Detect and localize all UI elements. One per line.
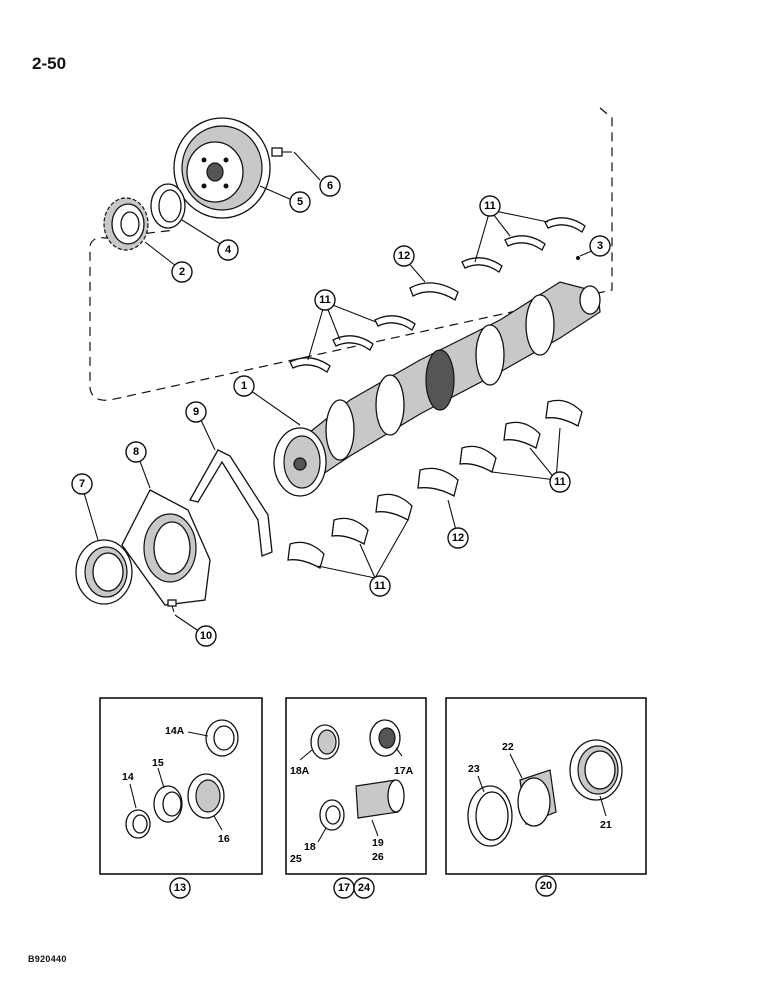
kit-17-24-parts: [299, 719, 405, 843]
svg-text:3: 3: [597, 240, 603, 252]
callout-3: 3: [589, 235, 611, 257]
svg-text:7: 7: [79, 478, 85, 490]
wear-sleeve: [150, 183, 186, 229]
callout-11-lower-right: 11: [549, 471, 571, 493]
damper-bolt: [271, 147, 292, 157]
rear-seal: [75, 539, 133, 605]
svg-text:11: 11: [484, 200, 496, 212]
label-23: 23: [468, 763, 480, 775]
label-22: 22: [502, 741, 514, 753]
label-17a: 17A: [394, 765, 414, 777]
label-26: 26: [372, 851, 384, 863]
callout-17: 17: [333, 877, 355, 899]
kit-box-20: [445, 697, 647, 875]
svg-text:6: 6: [327, 180, 333, 192]
callout-10: 10: [195, 625, 217, 647]
callout-9: 9: [185, 401, 207, 423]
lower-bearing-shells: [287, 399, 583, 569]
svg-text:4: 4: [225, 244, 232, 256]
svg-text:5: 5: [297, 196, 303, 208]
dashed-group-outline: [89, 107, 613, 401]
crankshaft: [273, 281, 601, 497]
callout-12-upper: 12: [393, 245, 415, 267]
label-18: 18: [304, 841, 316, 853]
label-21: 21: [600, 819, 612, 831]
svg-text:20: 20: [540, 880, 552, 892]
label-15: 15: [152, 757, 164, 769]
callout-7: 7: [71, 473, 93, 495]
rear-cover: [121, 489, 211, 606]
callout-6: 6: [319, 175, 341, 197]
label-18a: 18A: [290, 765, 310, 777]
label-14: 14: [122, 771, 134, 783]
callout-5: 5: [289, 191, 311, 213]
upper-bearing-shells: [289, 217, 586, 373]
svg-text:8: 8: [133, 446, 139, 458]
callout-12-lower: 12: [447, 527, 469, 549]
callout-1: 1: [233, 375, 255, 397]
callout-11-upper-right: 11: [479, 195, 501, 217]
svg-text:17: 17: [338, 882, 350, 894]
small-dowel: [576, 256, 580, 260]
label-25: 25: [290, 853, 302, 865]
svg-text:12: 12: [452, 532, 464, 544]
kit-20-parts: [467, 739, 623, 847]
kit-box-13: [99, 697, 263, 875]
svg-text:13: 13: [174, 882, 186, 894]
svg-text:11: 11: [319, 294, 331, 306]
svg-text:2: 2: [179, 266, 185, 278]
callout-24: 24: [353, 877, 375, 899]
svg-text:11: 11: [374, 580, 386, 592]
leader-lines: [81, 151, 595, 633]
vibration-damper: [173, 117, 271, 219]
figure-code: B920440: [28, 954, 67, 964]
svg-text:12: 12: [398, 250, 410, 262]
callout-2: 2: [171, 261, 193, 283]
svg-text:11: 11: [554, 476, 566, 488]
callout-11-lower-left: 11: [369, 575, 391, 597]
label-16: 16: [218, 833, 230, 845]
label-14a: 14A: [165, 725, 185, 737]
kit-13-parts: [125, 719, 239, 839]
callout-11-upper-left: 11: [314, 289, 336, 311]
svg-text:24: 24: [358, 882, 371, 894]
callout-20: 20: [535, 875, 557, 897]
gasket: [189, 449, 273, 557]
callout-8: 8: [125, 441, 147, 463]
svg-text:1: 1: [241, 380, 247, 392]
label-19: 19: [372, 837, 384, 849]
svg-text:9: 9: [193, 406, 199, 418]
cover-bolt: [167, 599, 177, 613]
kit-box-17-24: [285, 697, 427, 875]
crankshaft-gear: [103, 197, 149, 251]
callout-4: 4: [217, 239, 239, 261]
page-number: 2-50: [32, 54, 67, 73]
svg-text:10: 10: [200, 630, 212, 642]
callout-13: 13: [169, 877, 191, 899]
